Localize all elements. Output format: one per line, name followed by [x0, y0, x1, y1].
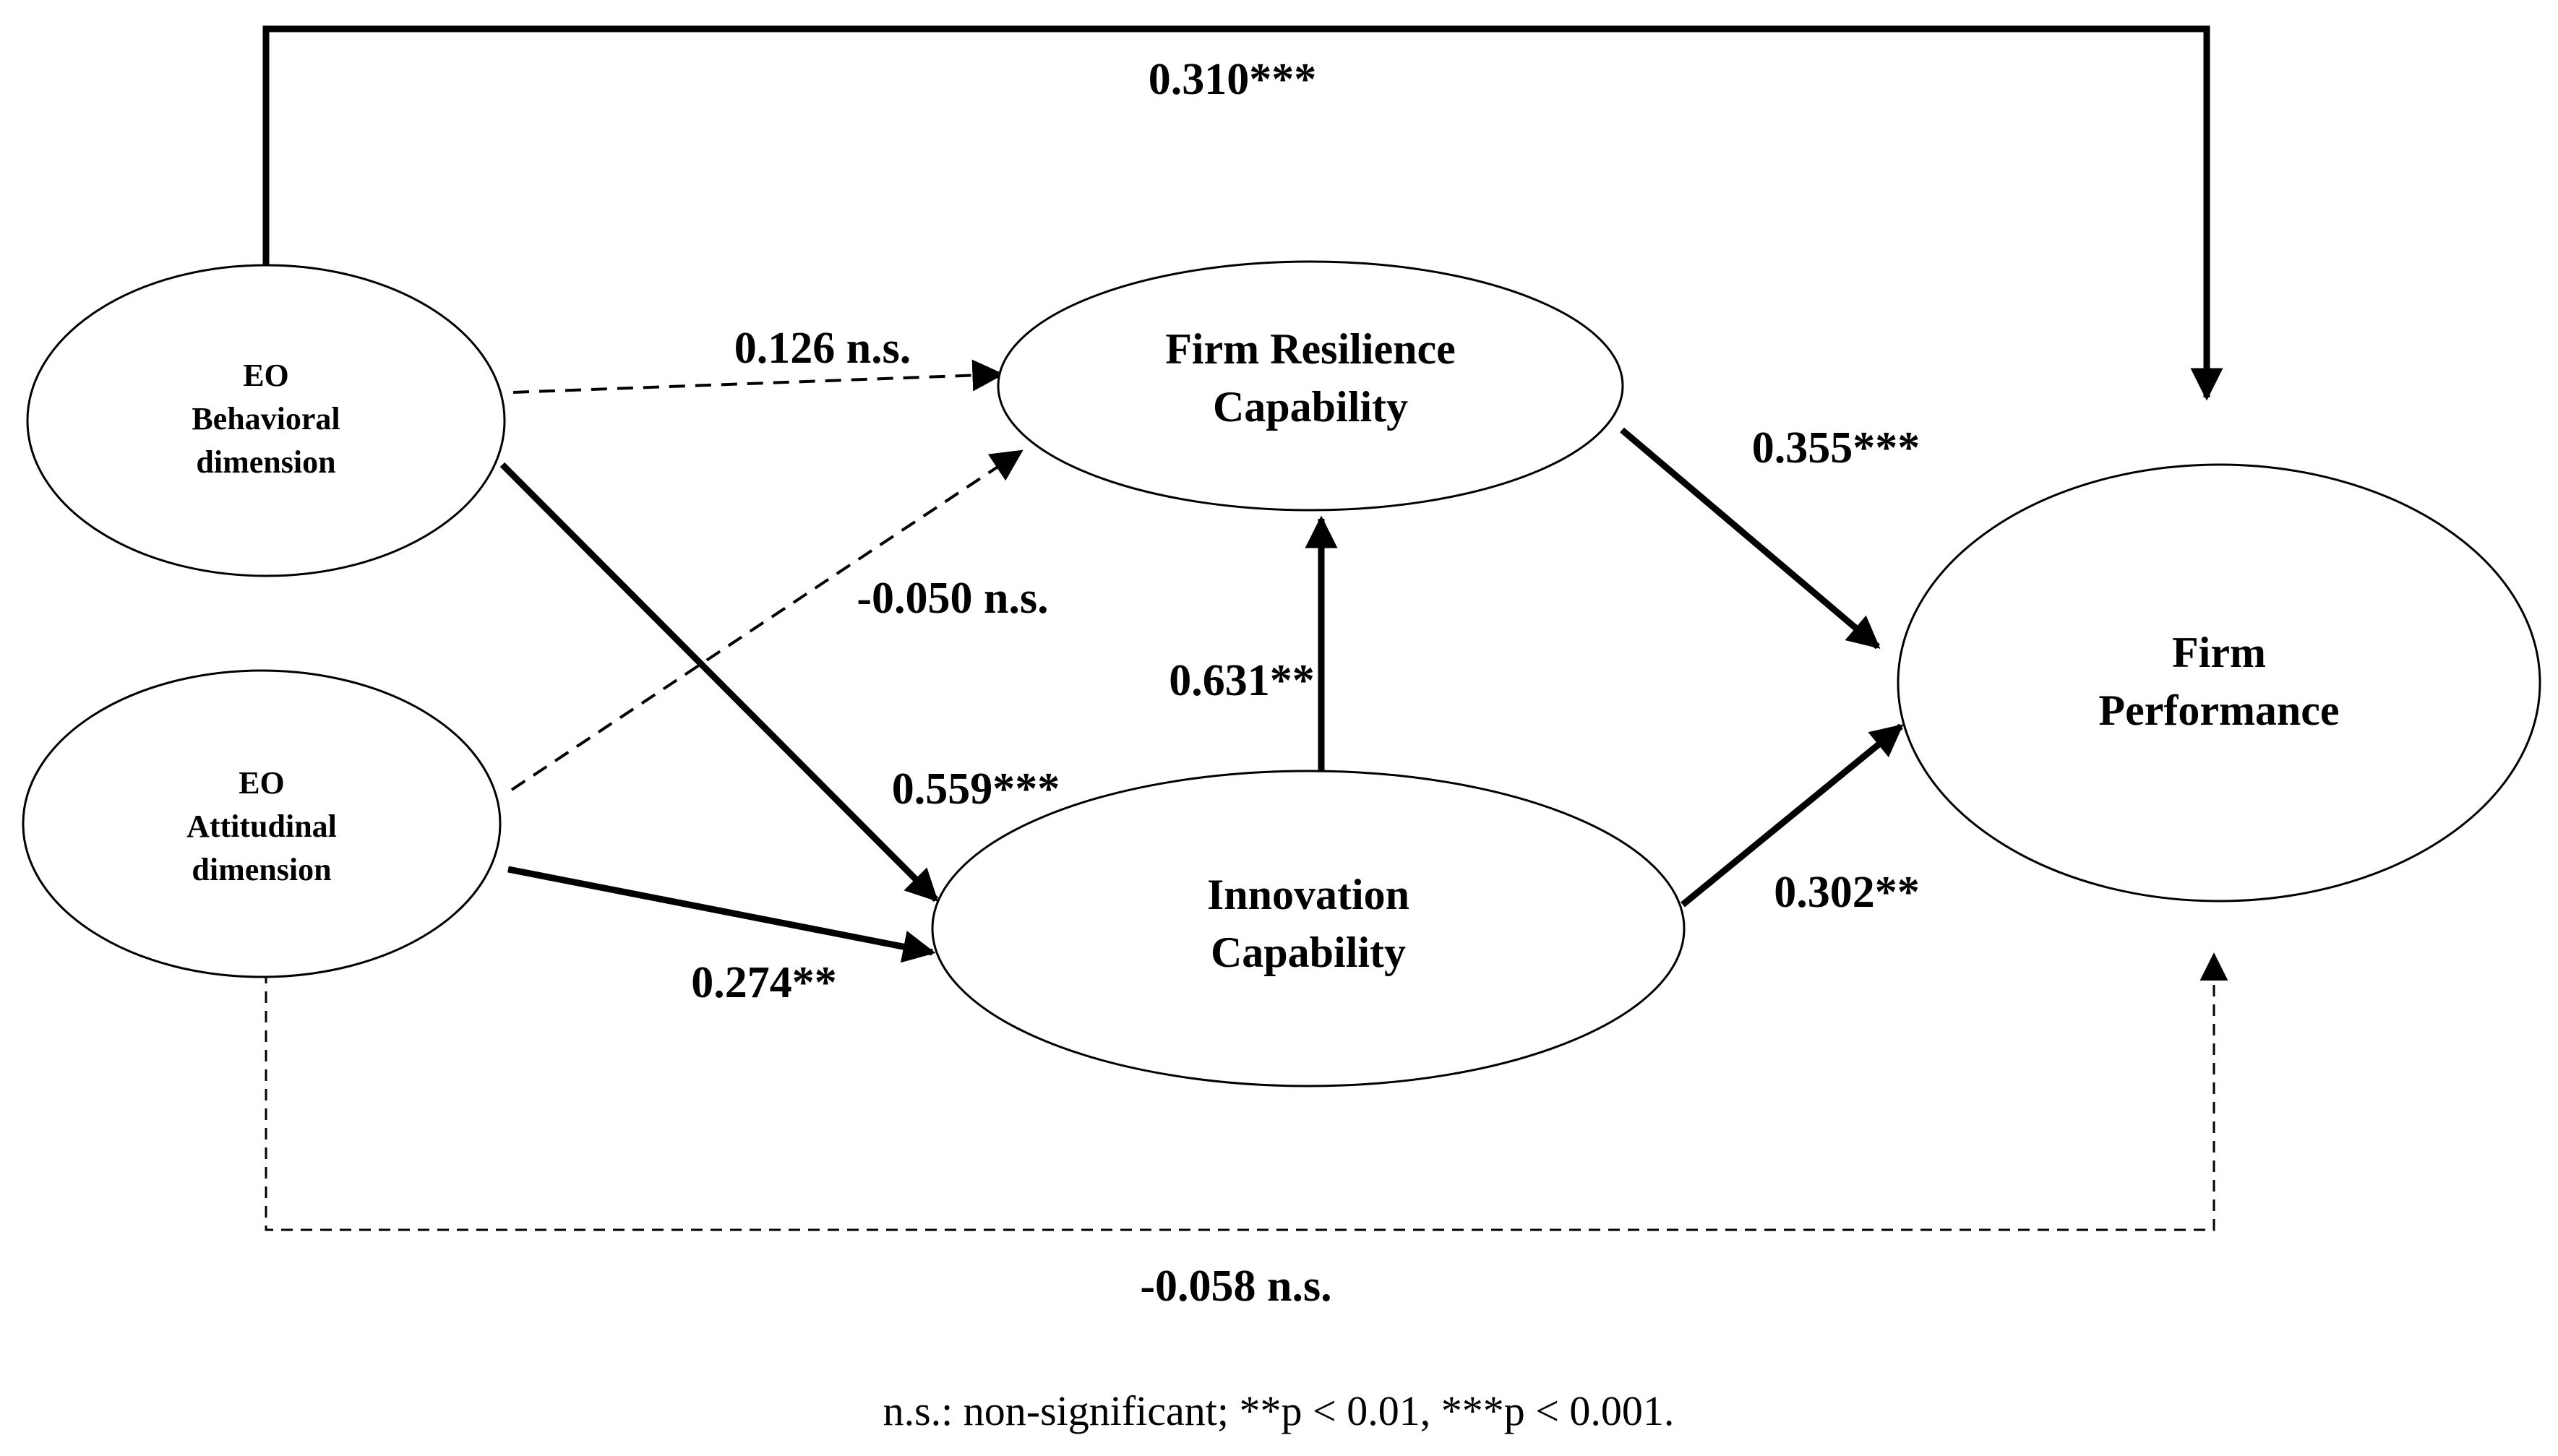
node-eo-behavioral: EO Behavioral dimension: [26, 264, 506, 577]
node-innovation-line-2: Capability: [1211, 929, 1406, 976]
edge-behavioral-to-innovation: 0.559***: [499, 462, 1060, 903]
node-innovation: Innovation Capability: [931, 770, 1686, 1087]
node-eo-attitudinal-line-1: EO: [239, 765, 285, 801]
edge-label-behavioral-to-resilience: 0.126 n.s.: [734, 324, 911, 373]
edge-label-innovation-to-resilience: 0.631**: [1169, 656, 1315, 705]
node-eo-attitudinal-line-2: Attitudinal: [186, 809, 337, 844]
edge-label-innovation-to-performance: 0.302**: [1774, 868, 1920, 917]
node-firm-performance: Firm Performance: [1897, 463, 2541, 903]
node-firm-resilience-line-2: Capability: [1213, 383, 1408, 431]
node-eo-attitudinal: EO Attitudinal dimension: [22, 669, 502, 978]
edge-label-attitudinal-to-resilience: -0.050 n.s.: [857, 574, 1048, 623]
node-firm-resilience: Firm Resilience Capability: [997, 260, 1624, 512]
edge-resilience-to-performance: 0.355***: [1620, 423, 1920, 650]
node-firm-performance-line-2: Performance: [2098, 686, 2339, 734]
edge-label-attitudinal-to-performance: -0.058 n.s.: [1140, 1262, 1331, 1311]
edge-attitudinal-to-innovation: 0.274**: [507, 866, 936, 1007]
edge-innovation-to-resilience: 0.631**: [1169, 515, 1338, 795]
node-firm-performance-line-1: Firm: [2172, 629, 2266, 676]
node-innovation-line-1: Innovation: [1207, 871, 1409, 918]
node-firm-resilience-line-1: Firm Resilience: [1165, 325, 1456, 373]
node-eo-behavioral-line-2: Behavioral: [192, 401, 340, 436]
edge-label-resilience-to-performance: 0.355***: [1752, 423, 1920, 473]
edge-label-behavioral-to-innovation: 0.559***: [892, 764, 1060, 814]
node-eo-behavioral-line-1: EO: [243, 358, 289, 393]
node-eo-attitudinal-line-3: dimension: [192, 852, 331, 887]
edge-attitudinal-to-resilience: -0.050 n.s.: [510, 449, 1049, 791]
significance-footnote: n.s.: non-significant; **p < 0.01, ***p …: [883, 1387, 1675, 1434]
node-eo-behavioral-line-3: dimension: [196, 444, 335, 480]
edge-innovation-to-performance: 0.302**: [1681, 723, 1920, 917]
edge-behavioral-to-resilience: 0.126 n.s.: [512, 324, 1005, 394]
edge-attitudinal-to-performance: -0.058 n.s.: [265, 952, 2228, 1311]
edge-label-attitudinal-to-innovation: 0.274**: [691, 958, 837, 1007]
edge-behavioral-to-performance: 0.310***: [262, 25, 2223, 401]
edge-label-behavioral-to-performance: 0.310***: [1149, 55, 1317, 104]
